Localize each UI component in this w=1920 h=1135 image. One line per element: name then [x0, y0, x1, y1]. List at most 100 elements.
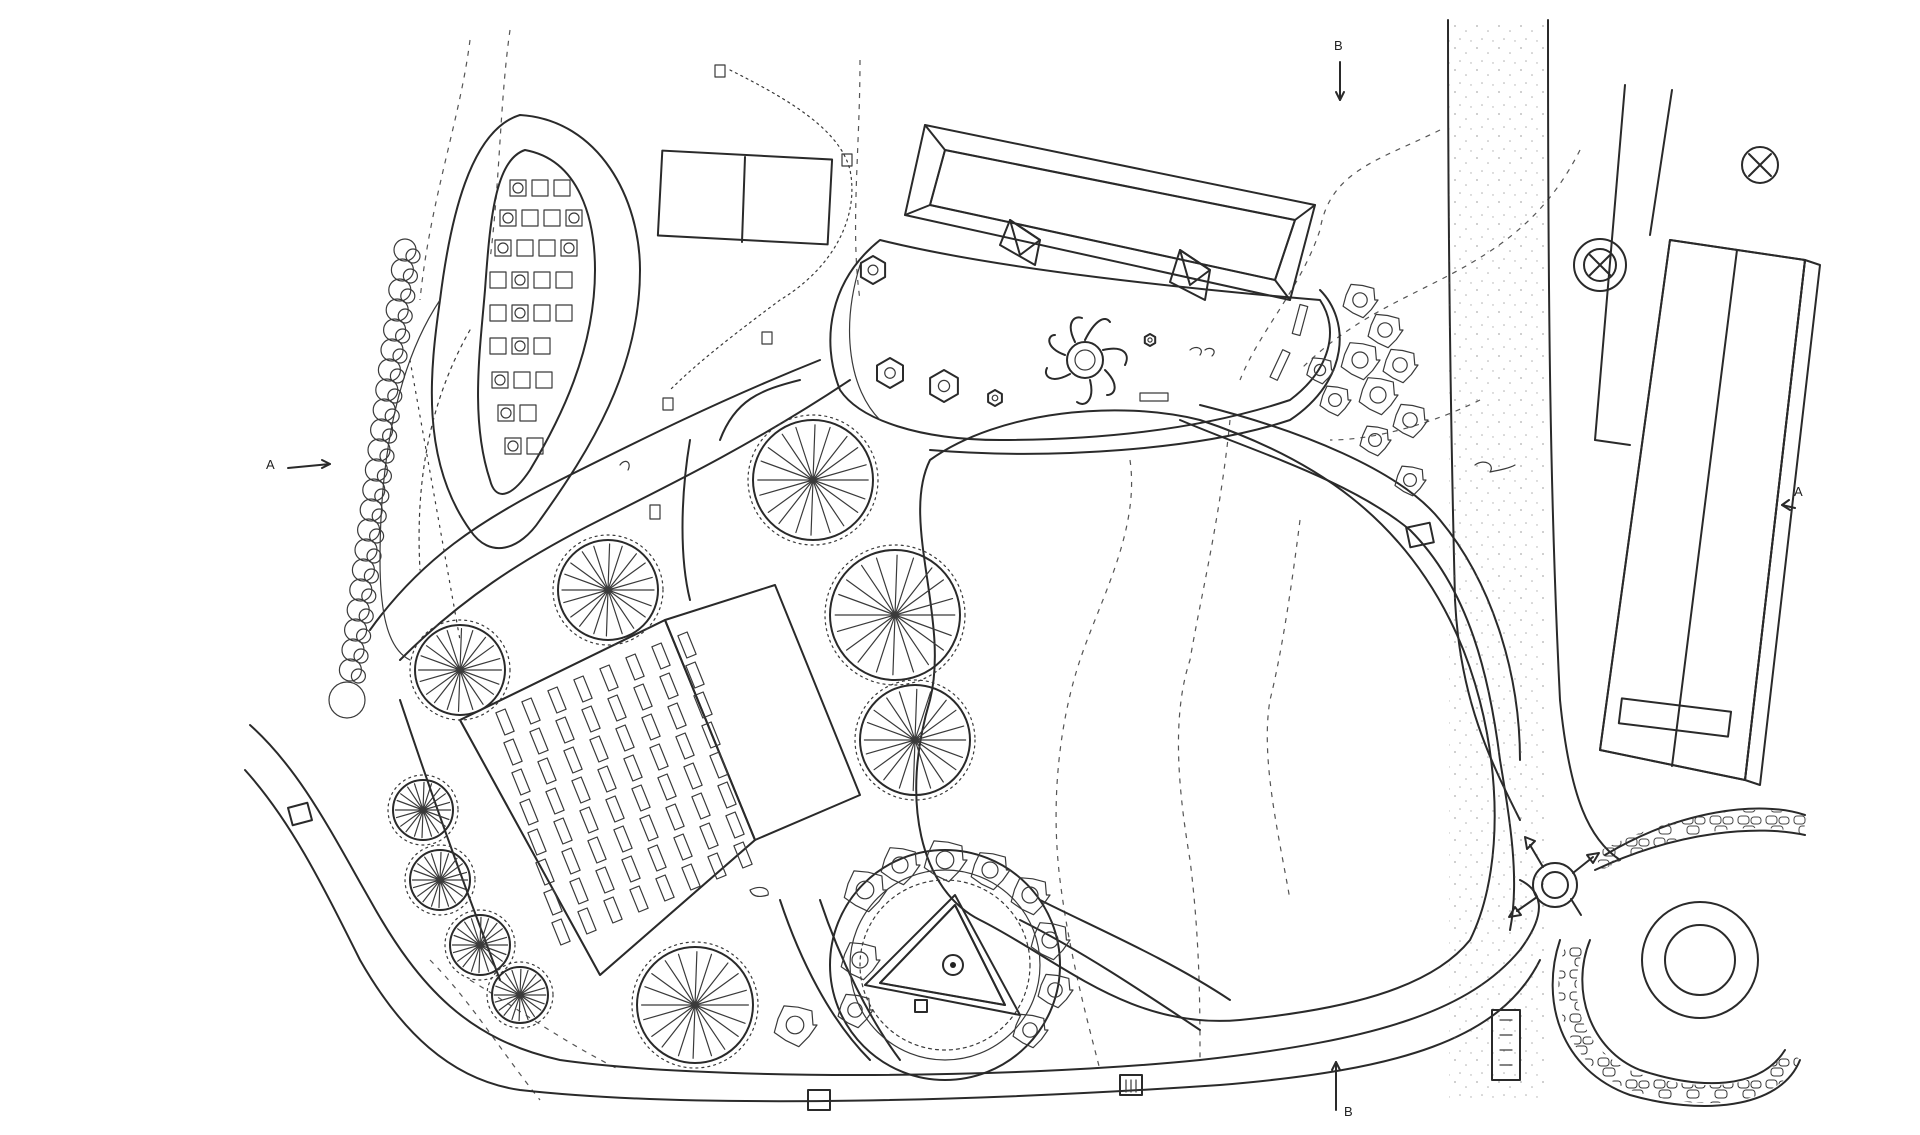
main-building: [904, 124, 1316, 301]
herb-plot: [513, 371, 531, 389]
hedge-shrub: [354, 538, 378, 562]
well-feature: [1573, 238, 1627, 292]
planting-bed: [699, 822, 719, 850]
shrub: [1030, 922, 1071, 961]
tree-canopy: [859, 684, 971, 796]
herb-plot: [519, 404, 537, 422]
tree-canopy: [752, 419, 874, 541]
herb-garden-teardrop: [430, 114, 641, 549]
shrub: [923, 840, 968, 883]
shrub: [837, 993, 874, 1029]
planting-bed: [615, 724, 635, 752]
roundabout-arrows-icon: [1508, 836, 1600, 918]
section-marker-b-top: B: [1334, 38, 1345, 101]
long-barn: [1594, 84, 1821, 786]
shrub: [1382, 348, 1419, 384]
herb-plot: [565, 209, 583, 227]
planting-bed: [519, 798, 539, 826]
herb-plot: [511, 337, 529, 355]
svg-text:B: B: [1334, 38, 1343, 53]
planting-bed: [683, 762, 703, 790]
hedge-shrub: [372, 398, 396, 422]
tree-canopy: [414, 624, 506, 716]
herb-plot: [553, 179, 571, 197]
shrub: [840, 942, 881, 981]
shrub: [1342, 283, 1379, 319]
tree-canopy: [392, 779, 454, 841]
planting-bed: [665, 803, 685, 831]
section-marker-a-right: A: [1781, 484, 1803, 511]
planting-bed: [589, 735, 609, 763]
planting-bed: [527, 828, 547, 856]
herb-plot: [555, 304, 573, 322]
herb-plot: [533, 271, 551, 289]
tree-canopy: [409, 849, 471, 911]
compass-circle-icon: [1741, 146, 1779, 184]
planting-bed: [579, 806, 599, 834]
planting-bed: [631, 784, 651, 812]
section-marker-b-bottom: B: [1331, 1061, 1353, 1119]
vegetable-bed-strip: [379, 299, 471, 661]
planting-bed: [605, 795, 625, 823]
hedge-shrub: [393, 238, 417, 262]
shrub: [1037, 973, 1074, 1009]
hedge-shrub: [388, 278, 412, 302]
planting-bed: [563, 746, 583, 774]
planting-bed: [597, 765, 617, 793]
shrub: [773, 1005, 818, 1048]
herb-plot: [533, 304, 551, 322]
planting-bed: [681, 863, 701, 891]
hedge-shrub: [380, 338, 404, 362]
planting-bed: [547, 686, 567, 714]
shrub: [843, 870, 888, 913]
planting-bed: [599, 664, 619, 692]
planting-bed: [623, 754, 643, 782]
planting-bed: [677, 631, 697, 659]
tree-canopy: [557, 539, 659, 641]
herb-plot: [560, 239, 578, 257]
stepping-stone-trail: [662, 64, 853, 411]
planting-bed: [595, 866, 615, 894]
shrub: [970, 852, 1011, 891]
planting-bed: [659, 672, 679, 700]
herb-plot: [533, 337, 551, 355]
shrub-clusters: [773, 283, 1429, 1049]
planting-bed: [521, 697, 541, 725]
herb-plot: [516, 239, 534, 257]
herb-plot: [489, 271, 507, 289]
herb-plot: [497, 404, 515, 422]
svg-text:A: A: [1794, 484, 1803, 499]
planting-bed: [655, 874, 675, 902]
planting-bed: [685, 661, 705, 689]
herb-plot: [491, 371, 509, 389]
planting-bed: [573, 675, 593, 703]
timber-deck: [656, 149, 834, 246]
planting-bed: [535, 858, 555, 886]
shrub: [1367, 313, 1404, 349]
site-furniture: [287, 346, 1521, 1111]
planting-bed: [537, 757, 557, 785]
hedge-shrub: [359, 498, 383, 522]
sun-sculpture: [1045, 316, 1128, 405]
planting-bed: [561, 847, 581, 875]
planting-bed: [709, 751, 729, 779]
herb-plot: [511, 271, 529, 289]
shrub: [880, 847, 921, 886]
planting-bed: [657, 773, 677, 801]
hedge-shrub: [377, 358, 401, 382]
planting-bed: [629, 885, 649, 913]
planting-bed: [545, 787, 565, 815]
herb-plot: [504, 437, 522, 455]
hedge-shrub: [346, 598, 370, 622]
svg-text:B: B: [1344, 1104, 1353, 1119]
planting-bed: [511, 768, 531, 796]
planting-bed: [613, 825, 633, 853]
herb-plot: [531, 179, 549, 197]
herb-plot: [511, 304, 529, 322]
planting-bed: [503, 738, 523, 766]
hedge-shrub: [364, 458, 388, 482]
hedge-shrub: [375, 378, 399, 402]
tree-canopy: [829, 549, 961, 681]
planting-bed: [725, 811, 745, 839]
hedge-shrub: [349, 578, 373, 602]
